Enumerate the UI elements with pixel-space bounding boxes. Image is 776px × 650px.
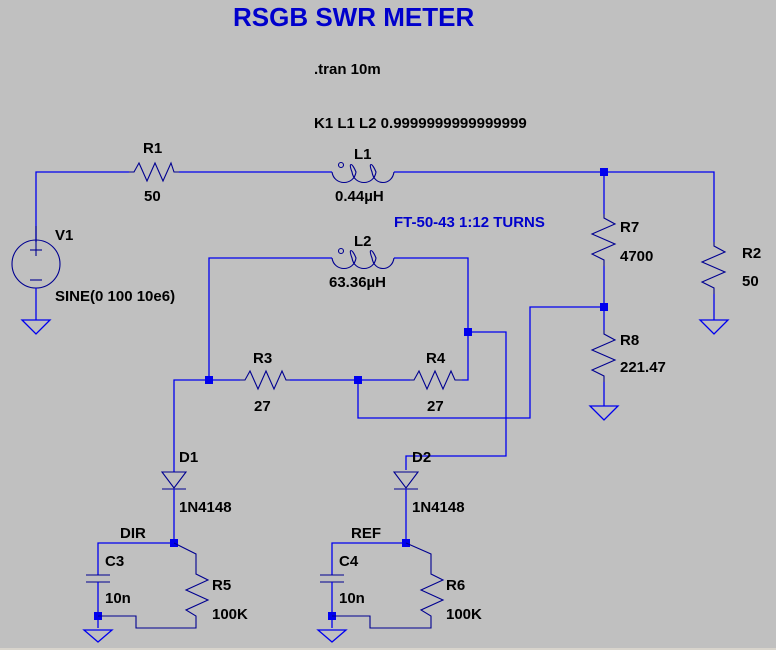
c3-value: 10n [105,590,131,607]
r6-name: R6 [446,577,465,594]
r4-name: R4 [426,350,446,367]
capacitor-c3[interactable] [86,574,110,628]
ground-icon [698,319,730,335]
l1-name: L1 [354,146,372,163]
r2-name: R2 [742,245,761,262]
net-label-dir: DIR [120,525,146,542]
resistor-r3[interactable] [240,369,290,391]
ground-icon [588,405,620,421]
junction-node [354,376,362,384]
ground-icon [82,629,114,643]
resistor-r7[interactable] [590,214,617,266]
l2-value: 63.36µH [329,274,386,291]
ground-icon [316,629,348,643]
r1-value: 50 [144,188,161,205]
net-label-ref: REF [351,525,381,542]
diode-d2[interactable] [392,471,420,543]
c4-value: 10n [339,590,365,607]
d1-name: D1 [179,449,198,466]
junction-node [205,376,213,384]
ground-icon [20,319,52,335]
d2-value: 1N4148 [412,499,465,516]
wire-main-line [35,171,715,242]
r3-value: 27 [254,398,271,415]
coupling-directive[interactable]: K1 L1 L2 0.9999999999999999 [314,115,527,132]
junction-node [464,328,472,336]
inductor-l1[interactable] [331,161,395,184]
core-annotation: FT-50-43 1:12 TURNS [394,214,545,231]
r7-name: R7 [620,219,639,236]
r8-name: R8 [620,332,639,349]
d1-value: 1N4148 [179,499,232,516]
r2-value: 50 [742,273,759,290]
r8-value: 221.47 [620,359,666,376]
resistor-r6[interactable] [332,542,445,629]
wire-r3-r4 [173,306,604,450]
resistor-r5[interactable] [98,542,210,629]
wire-l2-loop [208,257,507,470]
r4-value: 27 [427,398,444,415]
voltage-source-v1[interactable] [11,226,61,320]
r7-value: 4700 [620,248,653,265]
tran-directive[interactable]: .tran 10m [314,61,381,78]
r1-name: R1 [143,140,162,157]
diode-d1[interactable] [160,450,188,543]
l1-value: 0.44µH [335,188,384,205]
c3-name: C3 [105,553,124,570]
v1-value: SINE(0 100 10e6) [55,288,175,305]
window-bottom-edge [0,648,776,650]
r6-value: 100K [446,606,482,623]
l2-name: L2 [354,233,372,250]
r3-name: R3 [253,350,272,367]
resistor-r8[interactable] [590,330,617,382]
d2-name: D2 [412,449,431,466]
resistor-r2[interactable] [700,242,727,294]
capacitor-c4[interactable] [320,574,344,628]
c4-name: C4 [339,553,359,570]
resistor-r4[interactable] [410,369,462,391]
inductor-l2[interactable] [331,247,395,270]
schematic-title: RSGB SWR METER [233,2,474,32]
r5-name: R5 [212,577,231,594]
r5-value: 100K [212,606,248,623]
v1-name: V1 [55,227,73,244]
resistor-r1[interactable] [129,161,179,183]
